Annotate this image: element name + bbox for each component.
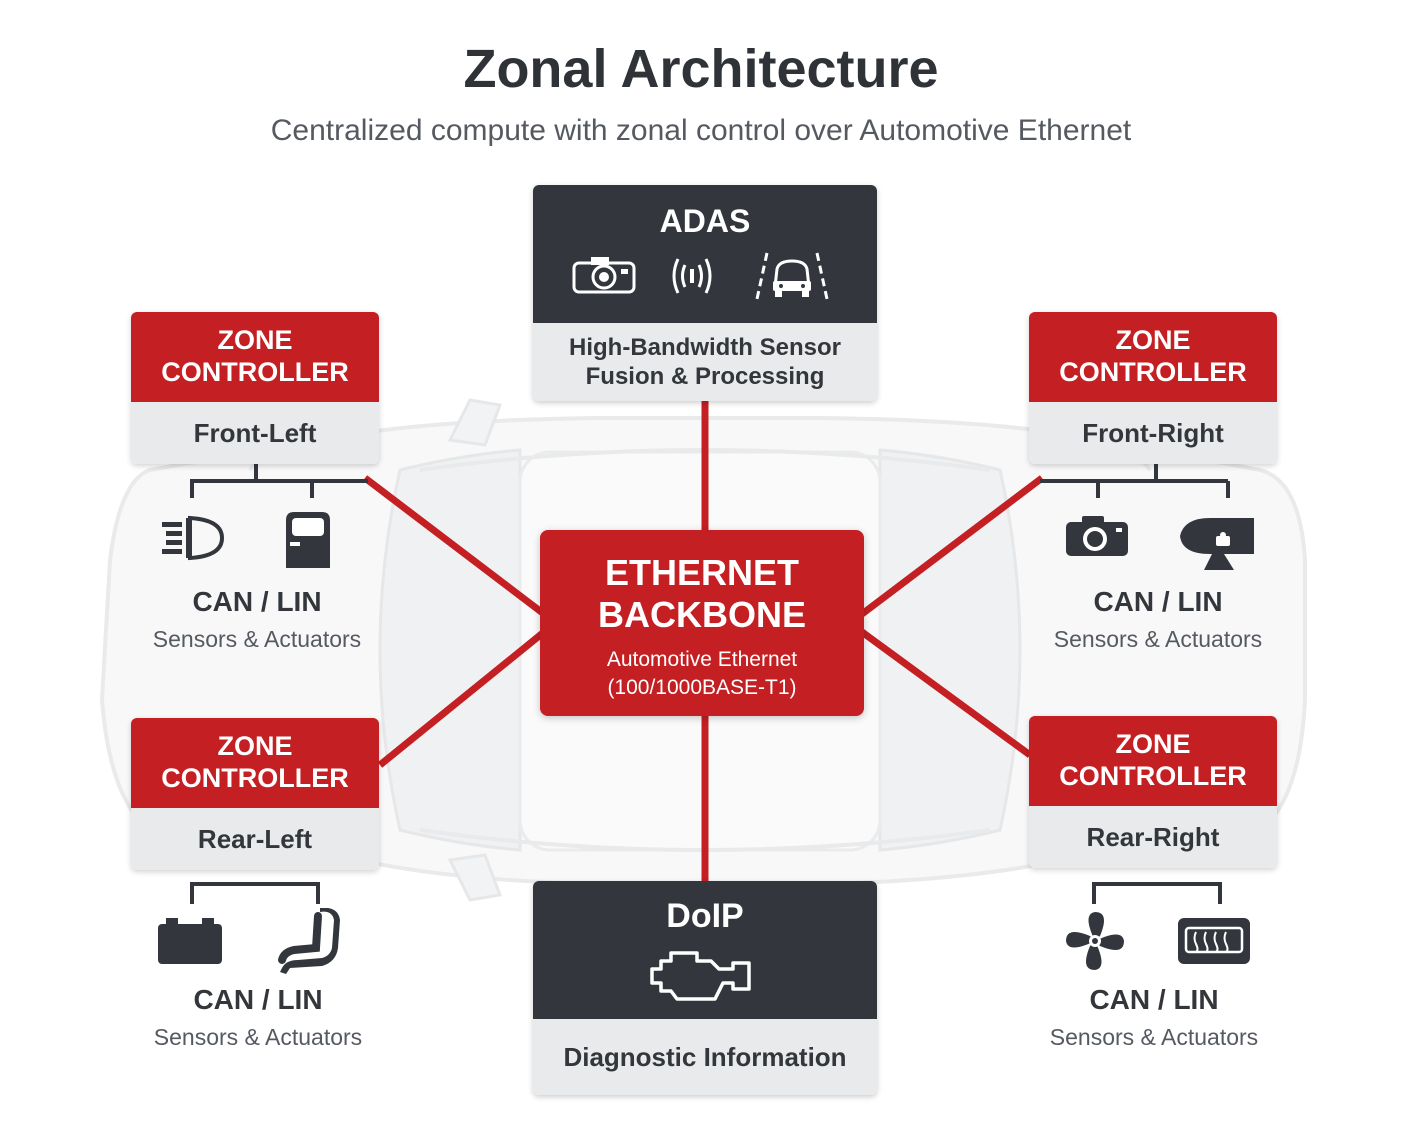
ethernet-backbone-box: ETHERNET BACKBONE Automotive Ethernet (1… (540, 530, 864, 716)
zone-rear-right-bus: CAN / LIN Sensors & Actuators (1024, 984, 1284, 1051)
zone-header: ZONE CONTROLLER (1029, 312, 1277, 402)
adas-box: ADAS (533, 185, 877, 401)
bus-protocol: CAN / LIN (192, 586, 322, 617)
backbone-spec: (100/1000BASE-T1) (607, 676, 797, 699)
engine-icon (650, 951, 751, 1001)
page-subtitle: Centralized compute with zonal control o… (270, 114, 1132, 147)
bus-protocol: CAN / LIN (193, 984, 323, 1015)
page-title: Zonal Architecture (463, 39, 939, 99)
sensor-brackets (190, 464, 1230, 904)
adas-title: ADAS (659, 203, 751, 239)
link-front-left (362, 475, 547, 617)
zone-controller-front-left: ZONE CONTROLLER Front-Left (131, 312, 379, 464)
battery-icon (158, 918, 222, 964)
link-rear-left (377, 629, 547, 768)
lane-assist-icon (755, 252, 829, 300)
ethernet-links (362, 400, 1045, 884)
radar-icon (672, 258, 712, 294)
zone-rear-left-bus: CAN / LIN Sensors & Actuators (128, 984, 388, 1051)
zone-header: ZONE CONTROLLER (1029, 716, 1277, 806)
doip-caption: Diagnostic Information (533, 1019, 877, 1095)
doip-title: DoIP (666, 897, 744, 935)
bus-description: Sensors & Actuators (152, 626, 362, 652)
bus-description: Sensors & Actuators (1049, 1024, 1259, 1050)
camera-icon (1066, 516, 1128, 556)
fan-icon (1066, 912, 1124, 970)
bus-description: Sensors & Actuators (1053, 626, 1263, 652)
zone-name: Front-Right (1029, 402, 1277, 464)
backbone-subtitle: Automotive Ethernet (606, 648, 798, 671)
doip-header: DoIP (533, 881, 877, 1019)
zone-controller-front-right: ZONE CONTROLLER Front-Right (1029, 312, 1277, 464)
adas-caption: High-Bandwidth Sensor Fusion & Processin… (533, 323, 877, 401)
zone-header: ZONE CONTROLLER (131, 718, 379, 808)
zone-name: Rear-Left (131, 808, 379, 870)
zone-controller-rear-right: ZONE CONTROLLER Rear-Right (1029, 716, 1277, 868)
doip-box: DoIP Diagnostic Information (533, 881, 877, 1095)
bus-protocol: CAN / LIN (1089, 984, 1219, 1015)
zone-front-left-bus: CAN / LIN Sensors & Actuators (127, 586, 387, 653)
zone-name: Rear-Right (1029, 806, 1277, 868)
camera-icon (572, 257, 636, 294)
zone-front-right-bus: CAN / LIN Sensors & Actuators (1028, 586, 1288, 653)
rear-defrost-icon (1178, 918, 1250, 964)
mirror-icon (1180, 518, 1254, 570)
zone-controller-rear-left: ZONE CONTROLLER Rear-Left (131, 718, 379, 870)
backbone-title: ETHERNET BACKBONE (597, 552, 806, 635)
door-icon (286, 512, 330, 568)
link-front-right (859, 475, 1045, 617)
seat-icon (278, 908, 340, 974)
bus-protocol: CAN / LIN (1093, 586, 1223, 617)
headlight-icon (162, 515, 225, 561)
link-rear-right (859, 629, 1033, 758)
zone-header: ZONE CONTROLLER (131, 312, 379, 402)
adas-header: ADAS (533, 185, 877, 323)
zone-name: Front-Left (131, 402, 379, 464)
bus-description: Sensors & Actuators (153, 1024, 363, 1050)
